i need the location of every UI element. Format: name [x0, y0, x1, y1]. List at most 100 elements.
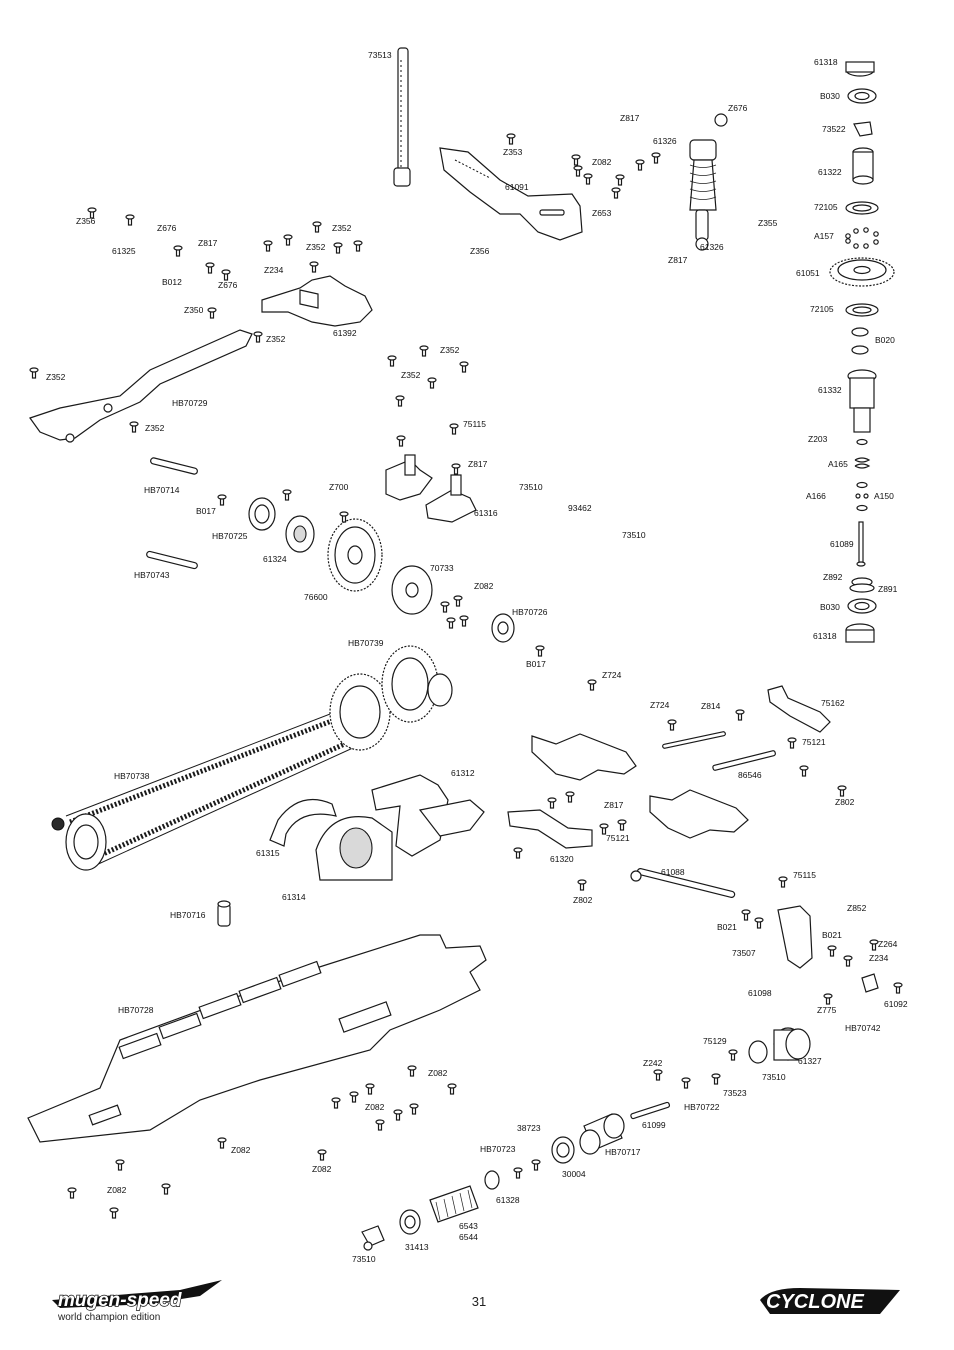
screw-icon [667, 719, 677, 731]
part-label-Z352b: Z352 [306, 242, 326, 252]
screw-icon [823, 993, 833, 1005]
part-61392 [261, 275, 373, 327]
part-label-73510b: 73510 [622, 530, 646, 540]
screw-icon [217, 494, 227, 506]
screw-icon [205, 262, 215, 274]
screw-icon [282, 489, 292, 501]
screw-icon [339, 511, 349, 523]
part-Z724-shaft [662, 731, 726, 749]
part-label-HB70725: HB70725 [212, 531, 248, 541]
part-label-61092: 61092 [884, 999, 908, 1009]
part-label-Z676b: Z676 [157, 223, 177, 233]
part-label-Z082e: Z082 [231, 1145, 251, 1155]
part-label-61099: 61099 [642, 1120, 666, 1130]
screw-icon [728, 1049, 738, 1061]
screw-icon [577, 879, 587, 891]
part-61322 [852, 147, 874, 185]
part-label-Z242: Z242 [643, 1058, 663, 1068]
part-label-B020: B020 [875, 335, 895, 345]
part-label-Z352e: Z352 [145, 423, 165, 433]
part-61327 [773, 1027, 811, 1061]
screw-icon [312, 221, 322, 233]
part-label-A166: A166 [806, 491, 826, 501]
part-HB70726 [491, 613, 515, 643]
part-label-61326a: 61326 [653, 136, 677, 146]
part-75162 [767, 685, 831, 733]
logo-left-main-text: mugen-speed [58, 1290, 182, 1311]
part-B030-top [847, 88, 877, 104]
part-label-86546: 86546 [738, 770, 762, 780]
part-30004 [551, 1136, 575, 1164]
part-label-Z352f: Z352 [440, 345, 460, 355]
part-label-Z082g: Z082 [107, 1185, 127, 1195]
screw-icon [653, 1069, 663, 1081]
part-label-Z724a: Z724 [602, 670, 622, 680]
part-label-61320: 61320 [550, 854, 574, 864]
screw-icon [741, 909, 751, 921]
screw-icon [396, 435, 406, 447]
part-73522 [853, 121, 873, 137]
part-61320 [507, 809, 593, 849]
part-label-61316: 61316 [474, 508, 498, 518]
part-label-Z802b: Z802 [573, 895, 593, 905]
screw-icon [547, 797, 557, 809]
part-HB70742 [861, 973, 879, 993]
part-label-Z817e: Z817 [604, 800, 624, 810]
part-A157 [845, 227, 879, 249]
part-HB70729 [29, 329, 253, 443]
part-label-61318b: 61318 [813, 631, 837, 641]
part-73510-end [361, 1225, 385, 1251]
part-label-Z892: Z892 [823, 572, 843, 582]
part-label-A157: A157 [814, 231, 834, 241]
part-70733 [391, 565, 433, 615]
part-label-61088: 61088 [661, 867, 685, 877]
part-label-75121b: 75121 [606, 833, 630, 843]
part-61314 [315, 816, 393, 881]
part-label-Z852: Z852 [847, 903, 867, 913]
part-label-Z356a: Z356 [76, 216, 96, 226]
part-label-A165: A165 [828, 459, 848, 469]
part-label-Z350: Z350 [184, 305, 204, 315]
screw-icon [67, 1187, 77, 1199]
screw-icon [843, 955, 853, 967]
screw-icon [827, 945, 837, 957]
part-label-73510a: 73510 [519, 482, 543, 492]
screw-icon [207, 307, 217, 319]
part-label-61322: 61322 [818, 167, 842, 177]
part-61328 [484, 1170, 500, 1190]
part-label-Z817d: Z817 [468, 459, 488, 469]
small-hardware-group [29, 133, 903, 1219]
part-label-73513: 73513 [368, 50, 392, 60]
part-label-75115b: 75115 [793, 870, 816, 880]
part-61312 [371, 774, 485, 857]
screw-icon [447, 1083, 457, 1095]
part-label-B017b: B017 [526, 659, 546, 669]
part-label-Z082a: Z082 [592, 157, 612, 167]
screw-icon [513, 847, 523, 859]
part-label-HB70728: HB70728 [118, 1005, 154, 1015]
part-rear-arm-lower [649, 789, 749, 839]
part-label-75115a: 75115 [463, 419, 486, 429]
screw-icon [587, 679, 597, 691]
part-label-HB70742: HB70742 [845, 1023, 881, 1033]
screw-icon [331, 1097, 341, 1109]
part-73507 [777, 905, 813, 969]
part-HB70728 [27, 934, 487, 1143]
part-Z892-Z891 [849, 577, 875, 593]
screw-icon [711, 1073, 721, 1085]
part-label-61089: 61089 [830, 539, 854, 549]
screw-icon [837, 785, 847, 797]
part-label-Z724b: Z724 [650, 700, 670, 710]
part-6543-spring [429, 1185, 479, 1223]
part-61099 [630, 1101, 671, 1120]
part-61324 [285, 515, 315, 553]
screw-icon [453, 595, 463, 607]
page-number: 31 [472, 1294, 486, 1309]
screw-icon [571, 154, 581, 166]
screw-icon [459, 361, 469, 373]
screw-icon [735, 709, 745, 721]
screw-icon [799, 765, 809, 777]
part-label-HB70722: HB70722 [684, 1102, 720, 1112]
part-31413 [399, 1209, 421, 1235]
